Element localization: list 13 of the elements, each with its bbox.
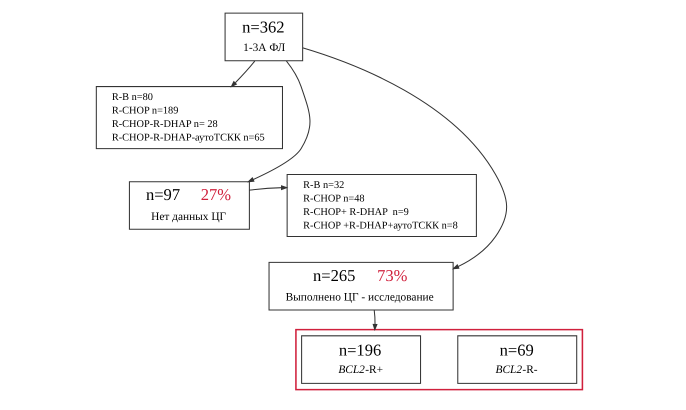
node-box: n=97 27% Нет данных ЦГ [128,180,250,230]
node-box: R-B n=32 R-CHOP n=48 R-CHOP+ R-DHAP n=9 R-CHOP +R-DHAP+аутоТСКК n=8 [286,173,476,237]
cluster [294,328,583,390]
arrow [248,184,288,190]
node-box: R-B n=80 R-CHOP n=189 R-CHOP-R-DHAP n= 28 R-CHOP-R-DHAP-аутоТСКК n=65 [95,86,282,149]
node-box: n=265 73% Выполнено ЦГ - исследование [268,261,454,310]
node-box: n=362 1-3А ФЛ [224,12,303,61]
node-box: n=69 BCL2-R- [456,334,577,384]
arrow [230,60,255,88]
arrow [302,46,507,269]
arrow [246,60,310,182]
arrow [372,310,378,331]
node-box: n=196 BCL2-R+ [300,334,421,384]
